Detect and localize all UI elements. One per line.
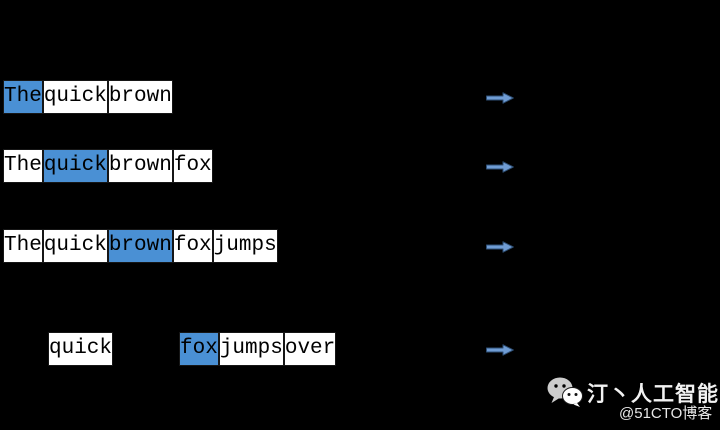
word-token: over xyxy=(283,332,337,366)
word-token-highlighted: fox xyxy=(179,332,219,366)
word-token: fox xyxy=(172,229,213,263)
wechat-icon xyxy=(547,377,585,412)
word-token: quick xyxy=(48,332,114,366)
word-token: jumps xyxy=(218,332,284,366)
word-token: brown xyxy=(107,80,173,114)
arrow-icon xyxy=(486,160,514,173)
word-token: quick xyxy=(42,229,108,263)
word-token: jumps xyxy=(212,229,278,263)
word-token: quick xyxy=(42,80,108,114)
word-token: fox xyxy=(172,149,213,183)
arrow-icon xyxy=(486,343,514,356)
watermark-title: 汀丶人工智能 xyxy=(587,383,719,406)
word-token-highlighted: quick xyxy=(42,149,108,183)
word-token: brown xyxy=(107,149,173,183)
arrow-icon xyxy=(486,240,514,253)
word-token: The xyxy=(3,149,43,183)
word-token: The xyxy=(3,229,43,263)
word-token-highlighted: brown xyxy=(107,229,173,263)
arrow-icon xyxy=(486,91,514,104)
word-token-highlighted: The xyxy=(3,80,43,114)
window-gap xyxy=(113,332,179,366)
watermark-subtitle: @51CTO博客 xyxy=(619,405,713,422)
watermark: 汀丶人工智能 @51CTO博客 xyxy=(547,374,719,424)
